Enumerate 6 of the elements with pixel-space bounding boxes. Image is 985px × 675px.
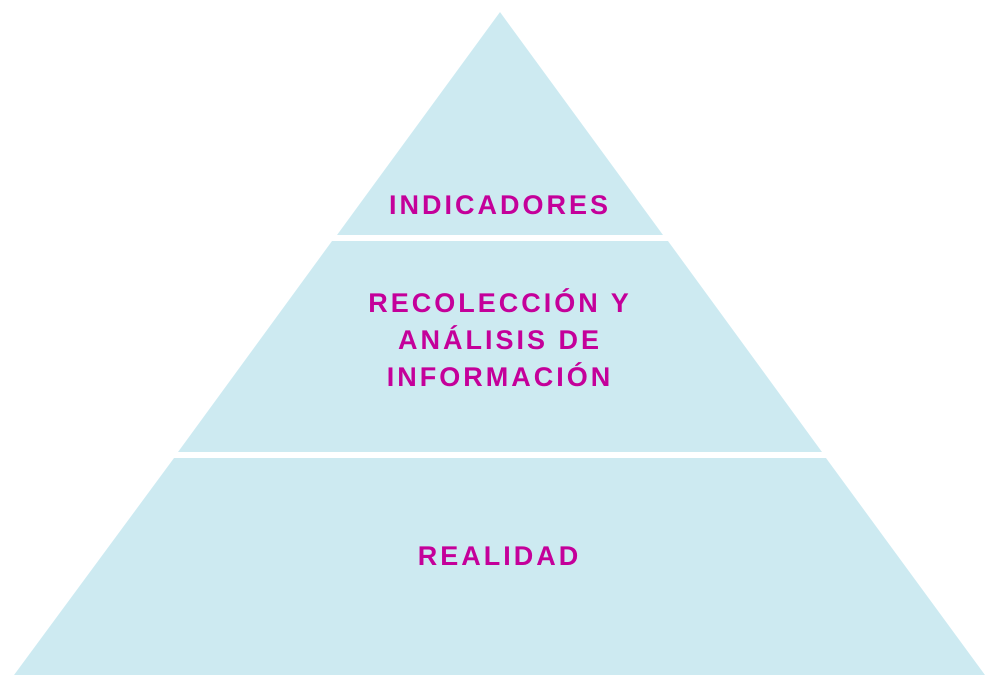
- tier-label: REALIDAD: [418, 540, 582, 573]
- pyramid-tier: [178, 241, 822, 452]
- pyramid-tier: [14, 458, 985, 675]
- tier-label: RECOLECCIÓN Y ANÁLISIS DE INFORMACIÓN: [367, 287, 633, 394]
- tier-label: INDICADORES: [388, 189, 611, 222]
- pyramid-tier: [337, 12, 663, 235]
